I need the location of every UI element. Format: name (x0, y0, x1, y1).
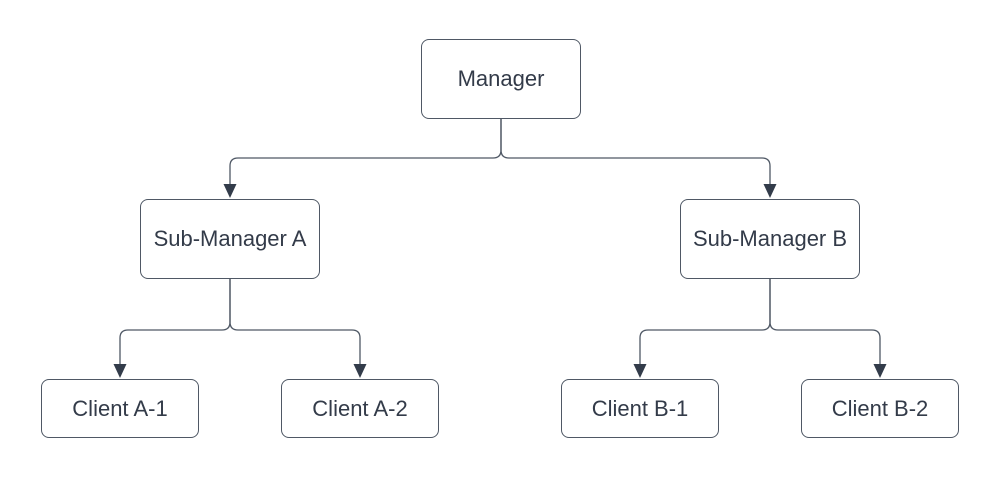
arrowhead-client-a1 (113, 364, 127, 378)
arrowhead-sub-a (223, 184, 237, 198)
node-manager: Manager (421, 39, 581, 119)
edge-sub-a-to-client-a1 (119, 279, 231, 364)
arrowhead-client-b2 (873, 364, 887, 378)
arrowhead-sub-b (763, 184, 777, 198)
node-client-b2: Client B-2 (801, 379, 959, 438)
node-client-a1: Client A-1 (41, 379, 199, 438)
node-sub-manager-a-label: Sub-Manager A (153, 226, 307, 251)
arrowhead-client-a2 (353, 364, 367, 378)
edge-sub-b-to-client-b2 (769, 279, 881, 364)
node-sub-manager-b-label: Sub-Manager B (692, 226, 848, 251)
node-client-b1-label: Client B-1 (591, 395, 689, 421)
edge-manager-to-sub-a (229, 119, 502, 184)
node-client-b2-label: Client B-2 (831, 395, 929, 421)
node-client-a2-label: Client A-2 (312, 395, 408, 421)
node-client-a1-label: Client A-1 (72, 395, 168, 421)
edge-sub-a-to-client-a2 (229, 279, 361, 364)
node-manager-label: Manager (457, 66, 545, 91)
edge-sub-b-to-client-b1 (639, 279, 771, 364)
node-sub-manager-b: Sub-Manager B (680, 199, 860, 279)
node-client-b1: Client B-1 (561, 379, 719, 438)
edge-manager-to-sub-b (500, 119, 771, 184)
node-client-a2: Client A-2 (281, 379, 439, 438)
arrowhead-client-b1 (633, 364, 647, 378)
node-sub-manager-a: Sub-Manager A (140, 199, 320, 279)
